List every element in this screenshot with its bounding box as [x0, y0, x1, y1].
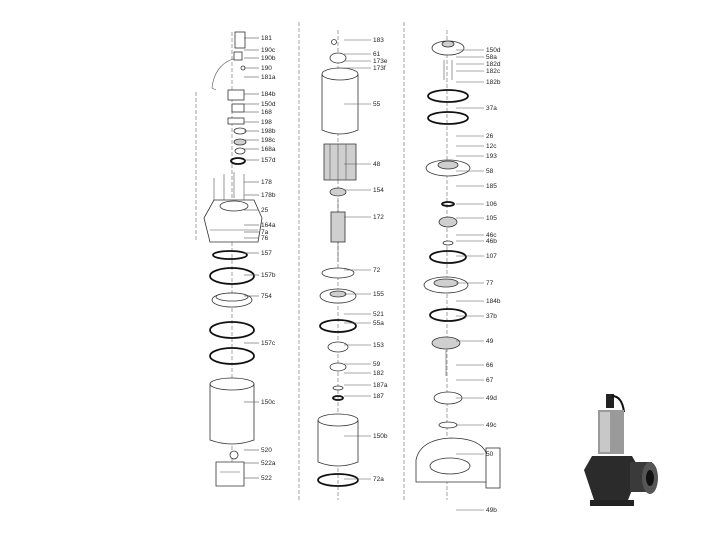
- column-1-drawings: [195, 31, 263, 487]
- part-number-label: 26: [486, 133, 494, 140]
- part-number-label: 150b: [373, 433, 388, 440]
- part-number-label: 182c: [486, 68, 501, 75]
- part-number-label: 198: [261, 119, 272, 126]
- part-number-label: 184b: [261, 91, 276, 98]
- part-number-label: 48: [373, 161, 381, 168]
- part-number-label: 49: [486, 338, 494, 345]
- part-number-label: 168a: [261, 146, 276, 153]
- part-number-label: 72a: [373, 476, 384, 483]
- part-number-label: 49b: [486, 507, 497, 514]
- column-3-drawings: [403, 22, 501, 500]
- part-number-label: 150c: [261, 399, 276, 406]
- part-number-label: 37b: [486, 313, 497, 320]
- part-number-label: 522: [261, 475, 272, 482]
- part-number-label: 46c: [486, 232, 497, 239]
- part-number-label: 157b: [261, 272, 276, 279]
- part-number-label: 7a: [261, 229, 269, 236]
- column-2-drawings: [298, 22, 359, 500]
- part-number-label: 193: [486, 153, 497, 160]
- part-number-label: 182: [373, 370, 384, 377]
- part-number-label: 183: [373, 37, 384, 44]
- part-number-label: 150d: [261, 101, 276, 108]
- part-number-label: 49c: [486, 422, 497, 429]
- part-number-label: 190: [261, 65, 272, 72]
- part-number-label: 157: [261, 250, 272, 257]
- part-number-label: 187a: [373, 382, 388, 389]
- part-number-label: 12c: [486, 143, 497, 150]
- part-number-label: 59: [373, 361, 381, 368]
- part-number-label: 172: [373, 214, 384, 221]
- part-number-label: 187: [373, 393, 384, 400]
- part-number-label: 184b: [486, 298, 501, 305]
- part-number-label: 58a: [486, 54, 497, 61]
- part-number-label: 46b: [486, 238, 497, 245]
- part-number-label: 178b: [261, 192, 276, 199]
- part-number-label: 25: [261, 207, 269, 214]
- part-number-label: 178: [261, 179, 272, 186]
- part-number-label: 49d: [486, 395, 497, 402]
- part-number-label: 150d: [486, 47, 501, 54]
- part-number-label: 76: [261, 235, 269, 242]
- part-number-label: 55: [373, 101, 381, 108]
- part-number-label: 198c: [261, 137, 276, 144]
- part-number-label: 66: [486, 362, 494, 369]
- part-number-label: 50: [486, 451, 494, 458]
- part-number-label: 522a: [261, 460, 276, 467]
- part-number-label: 190b: [261, 55, 276, 62]
- part-number-label: 155: [373, 291, 384, 298]
- part-number-label: 157d: [261, 157, 276, 164]
- part-number-label: 182b: [486, 79, 501, 86]
- part-number-label: 105: [486, 215, 497, 222]
- part-number-label: 164a: [261, 222, 276, 229]
- part-number-label: 157c: [261, 340, 276, 347]
- part-number-label: 153: [373, 342, 384, 349]
- pump-photo: [582, 388, 660, 516]
- part-number-label: 182d: [486, 61, 501, 68]
- part-number-label: 168: [261, 109, 272, 116]
- part-number-label: 67: [486, 377, 494, 384]
- part-number-label: 754: [261, 293, 272, 300]
- part-number-label: 520: [261, 447, 272, 454]
- part-number-label: 55a: [373, 320, 384, 327]
- part-number-label: 107: [486, 253, 497, 260]
- part-number-label: 198b: [261, 128, 276, 135]
- part-number-label: 173f: [373, 65, 386, 72]
- part-number-label: 58: [486, 168, 494, 175]
- part-number-label: 173e: [373, 58, 388, 65]
- part-number-label: 77: [486, 280, 494, 287]
- part-number-label: 181: [261, 35, 272, 42]
- part-number-label: 37a: [486, 105, 497, 112]
- part-number-label: 181a: [261, 74, 276, 81]
- part-number-label: 190c: [261, 47, 276, 54]
- part-number-label: 185: [486, 183, 497, 190]
- part-number-label: 61: [373, 51, 381, 58]
- part-number-label: 521: [373, 311, 384, 318]
- part-number-label: 72: [373, 267, 381, 274]
- part-number-label: 154: [373, 187, 384, 194]
- part-number-label: 106: [486, 201, 497, 208]
